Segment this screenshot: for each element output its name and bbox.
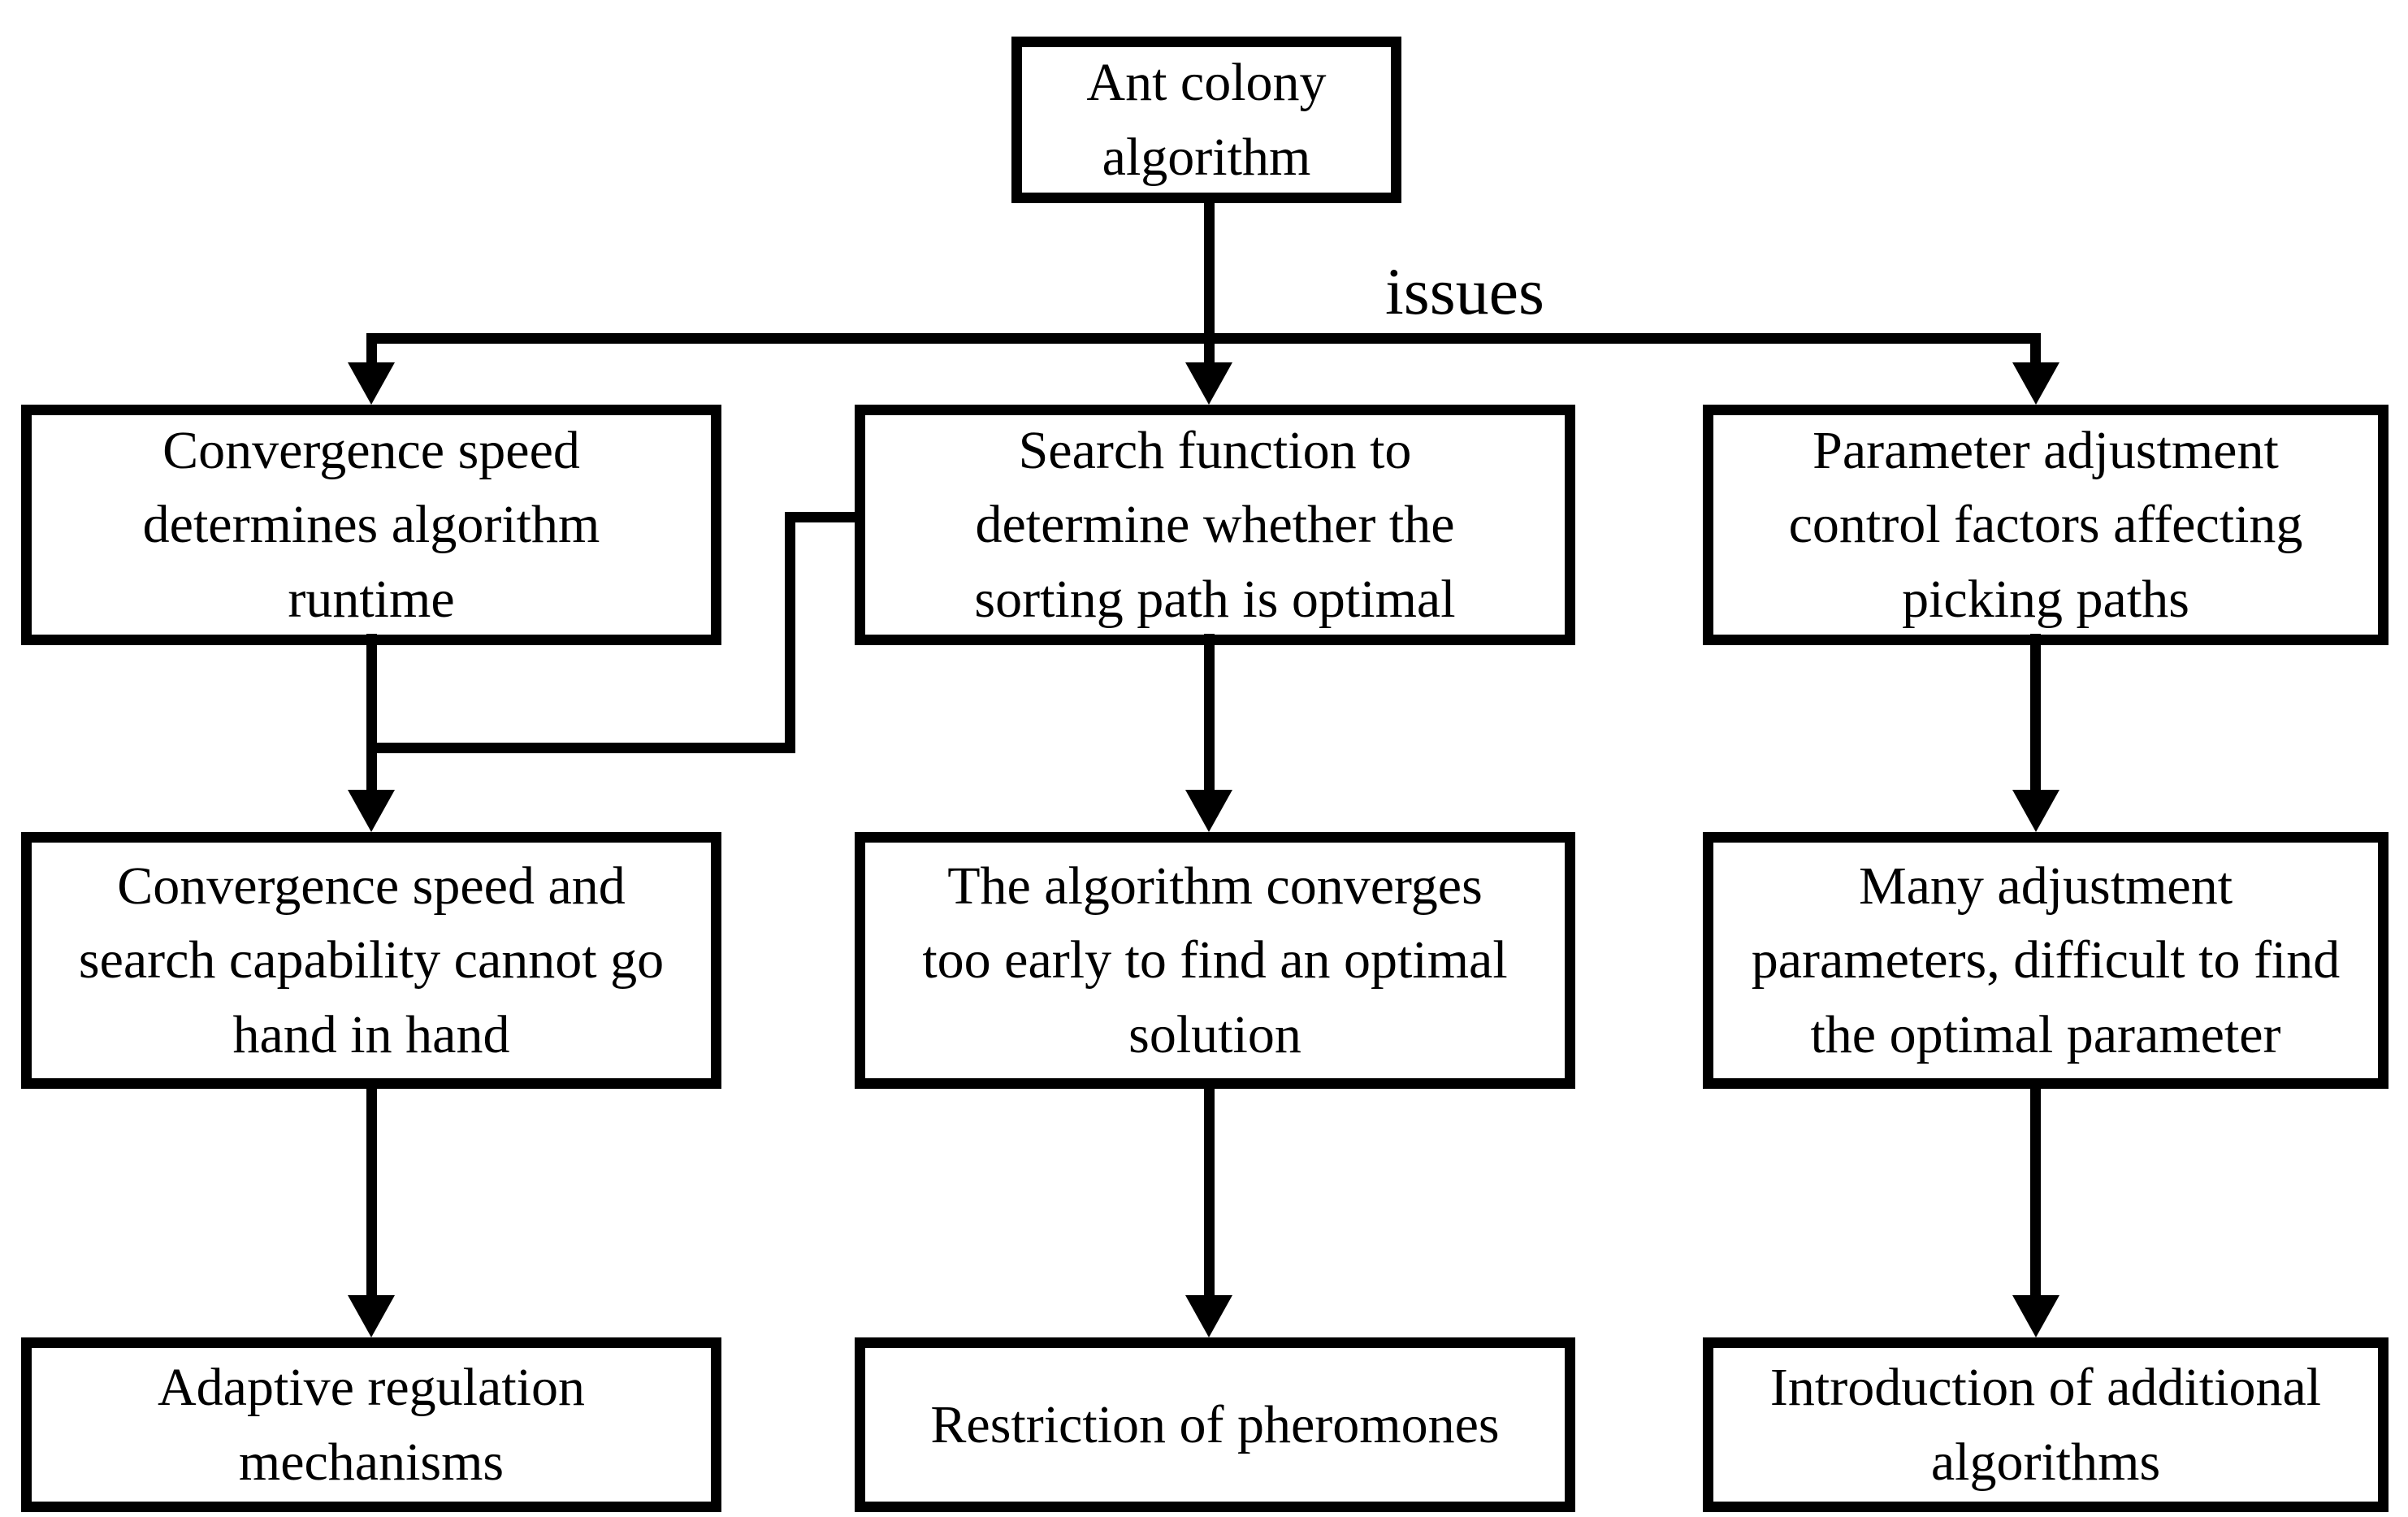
connector-mid1-left-stub <box>785 512 865 522</box>
arrowhead-to-right3 <box>2012 1295 2059 1337</box>
connector-mid2-to-mid3 <box>1204 1089 1215 1295</box>
arrowhead-to-left3 <box>348 1295 395 1337</box>
arrowhead-to-right2 <box>2012 790 2059 832</box>
node-adaptive-regulation: Adaptive regulation mechanisms <box>21 1337 721 1512</box>
connector-issues-left-elbow <box>366 333 377 362</box>
node-search-function-optimal-path: Search function to determine whether the… <box>855 405 1575 645</box>
node-early-convergence: The algorithm converges too early to fin… <box>855 832 1575 1089</box>
arrowhead-to-left1 <box>348 362 395 405</box>
node-many-parameters: Many adjustment parameters, difficult to… <box>1703 832 2389 1089</box>
node-parameter-adjustment-factors: Parameter adjustment control factors aff… <box>1703 405 2389 645</box>
connector-right2-to-right3 <box>2030 1089 2041 1295</box>
node-ant-colony-algorithm: Ant colony algorithm <box>1011 37 1401 203</box>
edge-label-issues: issues <box>1385 254 1544 328</box>
connector-mid1-junction-horizontal <box>366 743 795 753</box>
node-speed-vs-search-capability: Convergence speed and search capability … <box>21 832 721 1089</box>
connector-left2-to-left3 <box>366 1089 377 1295</box>
node-convergence-speed-runtime: Convergence speed determines algorithm r… <box>21 405 721 645</box>
connector-right1-to-right2 <box>2030 634 2041 790</box>
connector-left1-to-left2 <box>366 634 377 790</box>
arrowhead-to-right1 <box>2012 362 2059 405</box>
node-additional-algorithms: Introduction of additional algorithms <box>1703 1337 2389 1512</box>
node-pheromone-restriction: Restriction of pheromones <box>855 1337 1575 1512</box>
connector-issues-bar <box>366 333 2041 344</box>
arrowhead-to-mid1 <box>1185 362 1232 405</box>
arrowhead-to-mid3 <box>1185 1295 1232 1337</box>
arrowhead-to-left2 <box>348 790 395 832</box>
connector-mid1-to-mid2 <box>1204 634 1215 790</box>
connector-mid1-elbow-vertical <box>785 512 795 753</box>
connector-issues-right-elbow <box>2030 333 2041 362</box>
arrowhead-to-mid2 <box>1185 790 1232 832</box>
connector-root-to-branch <box>1204 203 1215 362</box>
